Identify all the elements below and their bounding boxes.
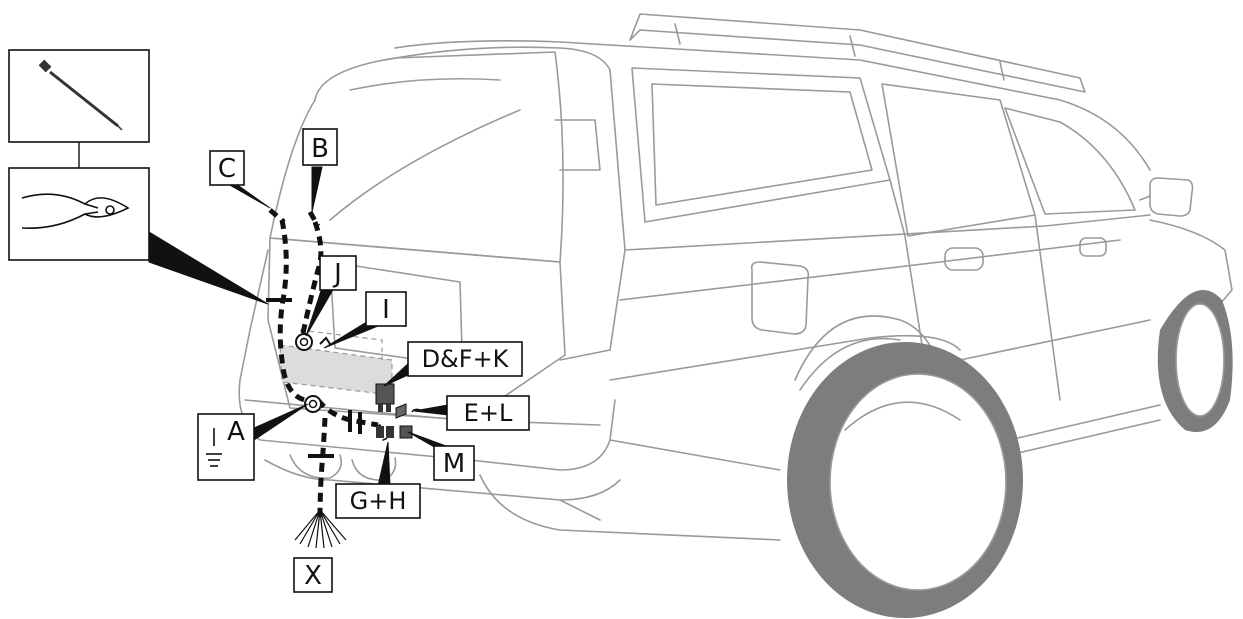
label-A: A [197,403,309,481]
label-G-H-text: G+H [350,487,407,515]
label-X: X [293,557,333,593]
tool-box-cable-tie [8,49,150,143]
ring-terminal-A [304,395,322,413]
pliers-pointer [148,231,269,305]
label-D-F-K: D&F+K [383,341,523,387]
wire-clamps [266,298,362,458]
label-B: B [302,128,338,213]
label-C: C [209,150,271,209]
car-outline [238,13,1233,541]
label-M-text: M [443,449,465,479]
tool-box-pliers [8,167,150,261]
rear-tire [787,342,1023,618]
label-I: I [323,291,407,349]
label-I-text: I [382,295,390,325]
label-X-text: X [304,561,322,591]
label-C-text: C [218,154,236,184]
label-J-text: J [332,259,342,289]
ring-terminal-J [295,333,313,351]
front-tire [1157,290,1233,432]
ground-symbol-icon [206,428,222,467]
wire-fan-icon [294,509,347,549]
label-G-H: G+H [335,441,421,519]
side-cutter-pliers-icon [21,193,130,230]
connector-M [399,425,413,439]
cable-tie-icon [38,59,123,131]
label-E-L: E+L [413,395,530,431]
label-E-L-text: E+L [464,399,513,427]
label-A-text: A [227,417,245,447]
label-B-text: B [311,134,329,164]
label-J: J [305,255,357,337]
label-D-F-K-text: D&F+K [422,345,510,373]
connector-I [319,336,331,345]
connector-D-F-K [375,383,395,412]
connector-G-H [376,426,394,438]
label-M: M [407,431,475,481]
